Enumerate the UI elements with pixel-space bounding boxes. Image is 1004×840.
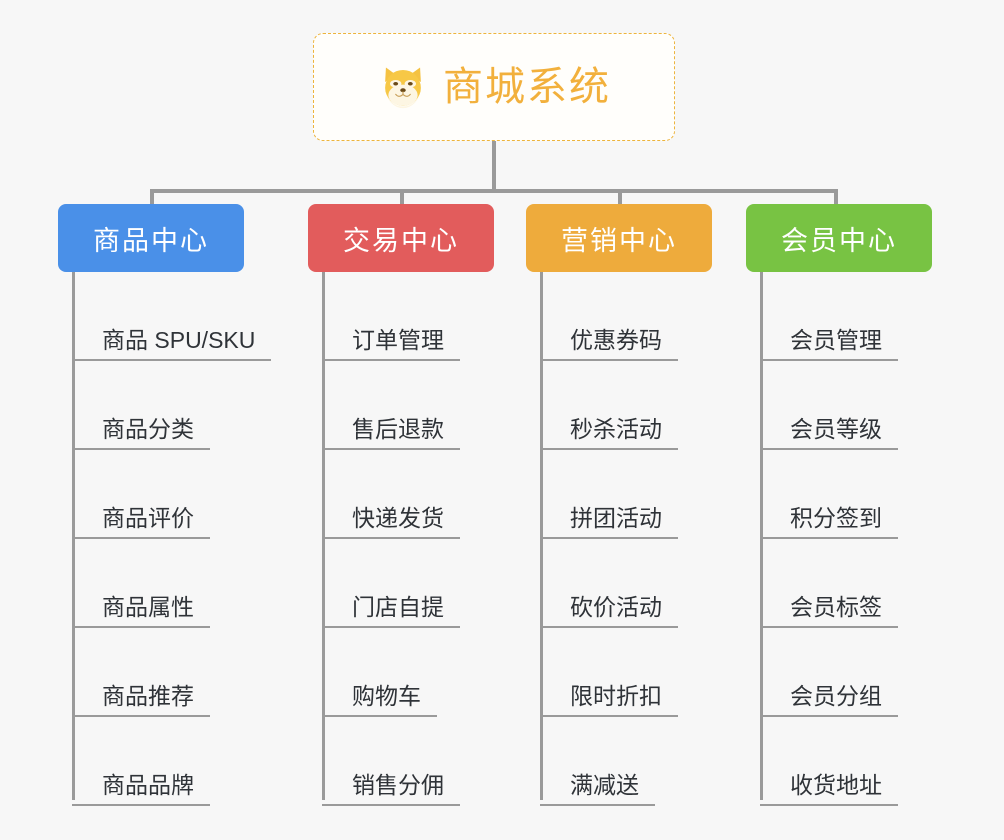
list-item-label: 会员分组 — [760, 683, 898, 717]
list-item-label: 会员等级 — [760, 416, 898, 450]
list-item-label: 商品 SPU/SKU — [72, 327, 272, 361]
list-item-label: 商品评价 — [72, 505, 210, 539]
connector-drop-1 — [150, 189, 154, 207]
list-item-label: 限时折扣 — [540, 683, 678, 717]
list-item-label: 砍价活动 — [540, 594, 678, 628]
list-item-label: 会员管理 — [760, 327, 898, 361]
list-item-label: 收货地址 — [760, 772, 898, 806]
connector-drop-4 — [834, 189, 838, 207]
list-item-label: 拼团活动 — [540, 505, 678, 539]
list-item-label: 门店自提 — [322, 594, 460, 628]
list-item[interactable]: 积分签到 — [760, 450, 898, 539]
list-item[interactable]: 订单管理 — [322, 272, 460, 361]
branch-spine-4 — [760, 272, 763, 800]
root-title: 商城系统 — [443, 65, 611, 109]
list-item[interactable]: 销售分佣 — [322, 717, 460, 806]
branch-spine-2 — [322, 272, 325, 800]
list-item[interactable]: 收货地址 — [760, 717, 898, 806]
list-item[interactable]: 会员标签 — [760, 539, 898, 628]
list-item-label: 购物车 — [322, 683, 437, 717]
list-item[interactable]: 快递发货 — [322, 450, 460, 539]
shiba-dog-face-icon — [377, 61, 429, 113]
list-item-label: 售后退款 — [322, 416, 460, 450]
list-item[interactable]: 商品 SPU/SKU — [72, 272, 272, 361]
branch-header-3[interactable]: 营销中心 — [526, 204, 712, 272]
list-item-label: 商品品牌 — [72, 772, 210, 806]
list-item-label: 秒杀活动 — [540, 416, 678, 450]
branch-header-label: 交易中心 — [343, 225, 459, 256]
connector-drop-3 — [618, 189, 622, 207]
list-item[interactable]: 会员管理 — [760, 272, 898, 361]
list-item-label: 优惠券码 — [540, 327, 678, 361]
list-item-label: 销售分佣 — [322, 772, 460, 806]
list-item-label: 商品属性 — [72, 594, 210, 628]
branch-header-label: 营销中心 — [561, 225, 677, 256]
list-item-label: 积分签到 — [760, 505, 898, 539]
list-item-label: 商品推荐 — [72, 683, 210, 717]
list-item[interactable]: 商品评价 — [72, 450, 210, 539]
list-item[interactable]: 秒杀活动 — [540, 361, 678, 450]
connector-horizontal-bus — [150, 189, 838, 193]
list-item[interactable]: 商品属性 — [72, 539, 210, 628]
list-item[interactable]: 售后退款 — [322, 361, 460, 450]
list-item-label: 商品分类 — [72, 416, 210, 450]
branch-header-2[interactable]: 交易中心 — [308, 204, 494, 272]
branch-spine-1 — [72, 272, 75, 800]
list-item[interactable]: 会员等级 — [760, 361, 898, 450]
branch-spine-3 — [540, 272, 543, 800]
branch-header-4[interactable]: 会员中心 — [746, 204, 932, 272]
list-item[interactable]: 商品分类 — [72, 361, 210, 450]
list-item-label: 会员标签 — [760, 594, 898, 628]
list-item[interactable]: 商品推荐 — [72, 628, 210, 717]
connector-drop-2 — [400, 189, 404, 207]
branch-column-2: 交易中心 订单管理 售后退款 快递发货 门店自提 购物车 销售分佣 — [308, 204, 494, 806]
branch-header-1[interactable]: 商品中心 — [58, 204, 244, 272]
list-item[interactable]: 优惠券码 — [540, 272, 678, 361]
root-node[interactable]: 商城系统 — [313, 33, 675, 141]
branch-column-4: 会员中心 会员管理 会员等级 积分签到 会员标签 会员分组 收货地址 — [746, 204, 932, 806]
branch-header-label: 商品中心 — [93, 225, 209, 256]
list-item[interactable]: 限时折扣 — [540, 628, 678, 717]
list-item-label: 快递发货 — [322, 505, 460, 539]
list-item-label: 订单管理 — [322, 327, 460, 361]
list-item[interactable]: 商品品牌 — [72, 717, 210, 806]
list-item[interactable]: 砍价活动 — [540, 539, 678, 628]
list-item[interactable]: 拼团活动 — [540, 450, 678, 539]
list-item-label: 满减送 — [540, 772, 655, 806]
connector-root-stem — [492, 141, 496, 191]
branch-column-3: 营销中心 优惠券码 秒杀活动 拼团活动 砍价活动 限时折扣 满减送 — [526, 204, 712, 806]
list-item[interactable]: 购物车 — [322, 628, 437, 717]
branch-column-1: 商品中心 商品 SPU/SKU 商品分类 商品评价 商品属性 商品推荐 商品品牌 — [58, 204, 272, 806]
list-item[interactable]: 门店自提 — [322, 539, 460, 628]
list-item[interactable]: 会员分组 — [760, 628, 898, 717]
list-item[interactable]: 满减送 — [540, 717, 655, 806]
branch-header-label: 会员中心 — [781, 225, 897, 256]
